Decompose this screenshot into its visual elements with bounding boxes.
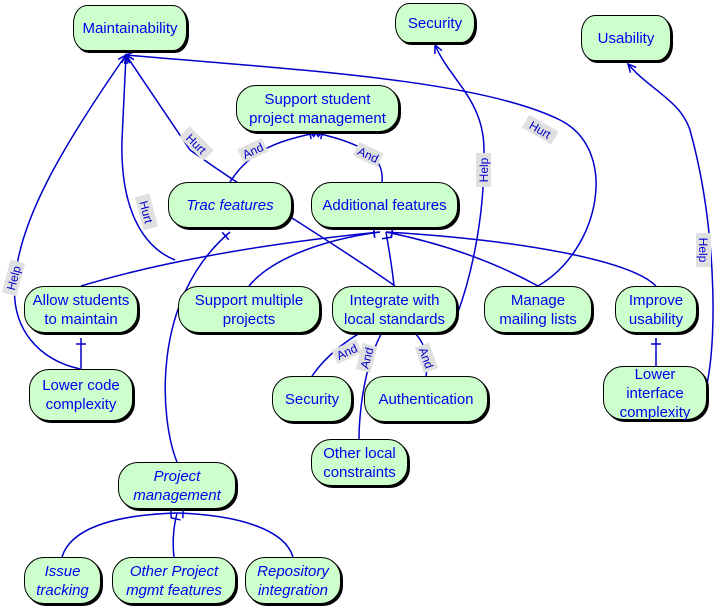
- node-label: Maintainability: [82, 19, 178, 37]
- edge-label-text: Help: [4, 264, 24, 292]
- node-other-local[interactable]: Other local constraints: [311, 439, 408, 486]
- edge-label-bg: [179, 126, 214, 161]
- node-label: Support multiple projects: [194, 291, 304, 328]
- edge-means-bar-multiple-means: [372, 227, 376, 238]
- edge-label-security-and: And: [331, 339, 363, 365]
- edge-label-bg: [414, 342, 439, 374]
- edge-label-trac-and: And: [237, 138, 269, 164]
- edge-trac-and: [229, 132, 317, 183]
- edge-label-bg: [476, 153, 491, 187]
- edge-label-auth-and: And: [414, 342, 439, 374]
- edge-arrowhead-lower-code-help-maint: [117, 53, 127, 65]
- edge-issue-means: [61, 512, 178, 558]
- edge-lower-interface-help-usability: [627, 63, 714, 385]
- edge-label-bg: [134, 193, 159, 231]
- edge-means-bar-otherpm-means: [170, 517, 181, 521]
- edge-label-bg: [1, 259, 26, 297]
- edge-label-bg: [355, 342, 378, 373]
- node-lower-interface[interactable]: Lower interface complexity: [603, 365, 707, 421]
- node-trac-features[interactable]: Trac features: [168, 182, 292, 228]
- node-label: Trac features: [186, 196, 274, 214]
- node-lower-code[interactable]: Lower code complexity: [29, 369, 133, 421]
- edge-improve-means: [385, 231, 657, 287]
- edge-label-bg: [696, 233, 711, 267]
- edge-label-text: And: [357, 346, 376, 370]
- edge-label-other-local-and: And: [355, 342, 378, 373]
- node-label: Issue tracking: [36, 562, 89, 599]
- node-label: Other Project mgmt features: [126, 562, 222, 599]
- edge-label-integrate-hurt-maint: Hurt: [179, 126, 214, 161]
- edge-label-bg: [352, 142, 384, 168]
- node-security-goal[interactable]: Security: [395, 3, 475, 43]
- node-additional-features[interactable]: Additional features: [311, 182, 458, 228]
- node-label: Security: [284, 390, 340, 408]
- node-improve-usability[interactable]: Improve usability: [615, 286, 697, 333]
- edge-trac-hurt-maint: [121, 54, 176, 261]
- node-issue-tracking[interactable]: Issue tracking: [24, 557, 101, 604]
- edge-integrate-means: [385, 231, 395, 287]
- node-allow-students[interactable]: Allow students to maintain: [24, 286, 138, 333]
- node-support-multiple[interactable]: Support multiple projects: [178, 286, 320, 333]
- node-integrate[interactable]: Integrate with local standards: [332, 286, 457, 333]
- edge-label-text: Hurt: [136, 199, 156, 225]
- edge-label-trac-hurt-maint: Hurt: [134, 193, 159, 231]
- edge-manage-means: [385, 231, 539, 287]
- node-other-pm[interactable]: Other Project mgmt features: [112, 557, 236, 604]
- node-label: Project management: [133, 467, 221, 504]
- edge-means-bar-pm-means: [221, 231, 230, 241]
- edge-label-bg: [521, 114, 559, 145]
- node-label: Allow students to maintain: [32, 291, 130, 328]
- edge-integrate-help-security: [434, 44, 485, 316]
- edge-manage-hurt-maint: [125, 54, 597, 287]
- edge-otherpm-means: [172, 512, 178, 558]
- edge-label-lower-code-help-maint: Help: [1, 259, 26, 297]
- node-security-task[interactable]: Security: [272, 376, 352, 422]
- edge-label-text: And: [416, 346, 436, 371]
- node-label: Manage mailing lists: [499, 291, 577, 328]
- node-label: Repository integration: [257, 562, 329, 599]
- node-project-mgmt[interactable]: Project management: [118, 462, 236, 509]
- edge-repo-means: [176, 512, 294, 558]
- edge-label-manage-hurt-maint: Hurt: [521, 114, 559, 145]
- edge-arrowhead-lower-interface-help-usability: [626, 62, 637, 73]
- edge-label-text: Help: [477, 157, 491, 182]
- node-label: Authentication: [378, 390, 474, 408]
- edge-label-bg: [331, 339, 363, 365]
- edge-multiple-means: [248, 231, 381, 287]
- node-label: Integrate with local standards: [344, 291, 445, 328]
- node-label: Additional features: [322, 196, 447, 214]
- node-label: Other local constraints: [323, 444, 396, 481]
- node-support-student[interactable]: Support student project management: [236, 85, 399, 132]
- node-maintainability[interactable]: Maintainability: [73, 5, 187, 51]
- edge-label-integrate-help-security: Help: [476, 153, 491, 187]
- edge-label-text: Help: [696, 238, 710, 263]
- node-label: Improve usability: [628, 291, 684, 328]
- edge-pm-means: [164, 231, 231, 463]
- edge-label-lower-interface-help-usability: Help: [696, 233, 711, 267]
- node-label: Lower code complexity: [42, 377, 120, 413]
- node-label: Lower interface complexity: [619, 365, 691, 421]
- node-label: Usability: [597, 29, 655, 47]
- node-usability[interactable]: Usability: [581, 15, 671, 61]
- node-label: Support student project management: [249, 90, 386, 127]
- node-manage-mailing[interactable]: Manage mailing lists: [484, 286, 592, 333]
- node-authentication[interactable]: Authentication: [364, 376, 488, 422]
- edge-means-bar-improve-means: [390, 227, 394, 238]
- edge-arrowhead-integrate-help-security: [434, 43, 443, 55]
- node-repo-integration[interactable]: Repository integration: [245, 557, 341, 604]
- edge-label-bg: [237, 138, 269, 164]
- edge-label-additional-and: And: [352, 142, 384, 168]
- node-label: Security: [407, 14, 463, 32]
